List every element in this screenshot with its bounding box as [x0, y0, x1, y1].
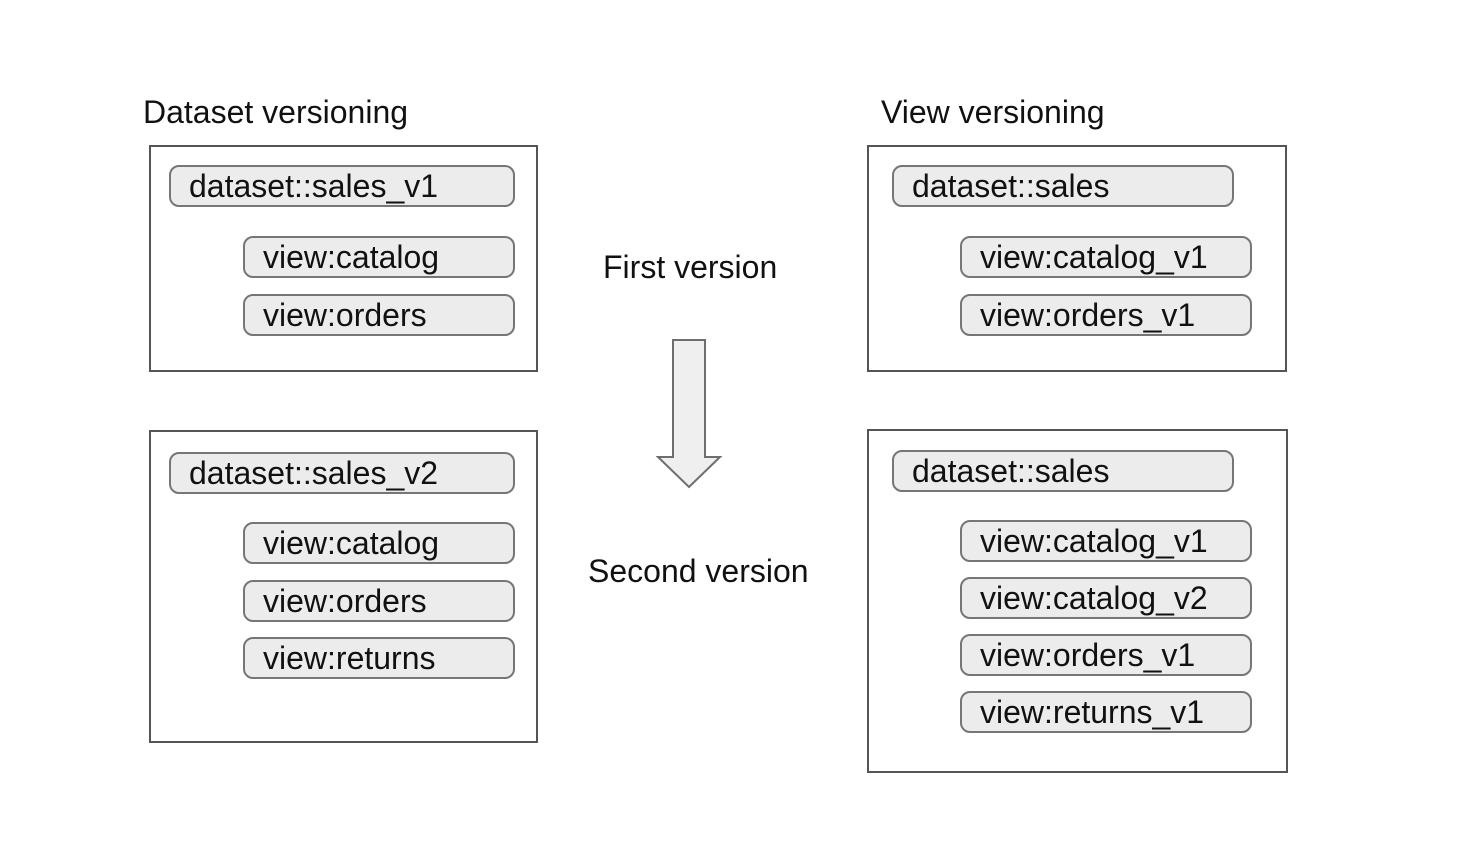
pill-dataset-sales-v1: dataset::sales_v1: [169, 165, 515, 207]
pill-view-catalog-v1: view:catalog_v1: [960, 236, 1252, 278]
dataset-versioning-v2-box: dataset::sales_v2 view:catalog view:orde…: [149, 430, 538, 743]
pill-view-catalog: view:catalog: [243, 236, 515, 278]
pill-view-returns-v1: view:returns_v1: [960, 691, 1252, 733]
pill-view-returns: view:returns: [243, 637, 515, 679]
down-arrow-icon: [655, 339, 723, 489]
view-versioning-title: View versioning: [881, 94, 1105, 130]
pill-view-orders: view:orders: [243, 294, 515, 336]
dataset-versioning-v1-box: dataset::sales_v1 view:catalog view:orde…: [149, 145, 538, 372]
pill-dataset-sales-v2: dataset::sales_v2: [169, 452, 515, 494]
first-version-label: First version: [603, 249, 778, 285]
pill-view-orders: view:orders: [243, 580, 515, 622]
dataset-versioning-title: Dataset versioning: [143, 94, 409, 130]
view-versioning-v2-box: dataset::sales view:catalog_v1 view:cata…: [867, 429, 1288, 773]
view-versioning-v1-box: dataset::sales view:catalog_v1 view:orde…: [867, 145, 1287, 372]
pill-dataset-sales: dataset::sales: [892, 450, 1234, 492]
pill-view-catalog: view:catalog: [243, 522, 515, 564]
pill-view-orders-v1: view:orders_v1: [960, 634, 1252, 676]
pill-view-catalog-v2: view:catalog_v2: [960, 577, 1252, 619]
second-version-label: Second version: [588, 553, 809, 589]
pill-view-orders-v1: view:orders_v1: [960, 294, 1252, 336]
pill-view-catalog-v1: view:catalog_v1: [960, 520, 1252, 562]
pill-dataset-sales: dataset::sales: [892, 165, 1234, 207]
